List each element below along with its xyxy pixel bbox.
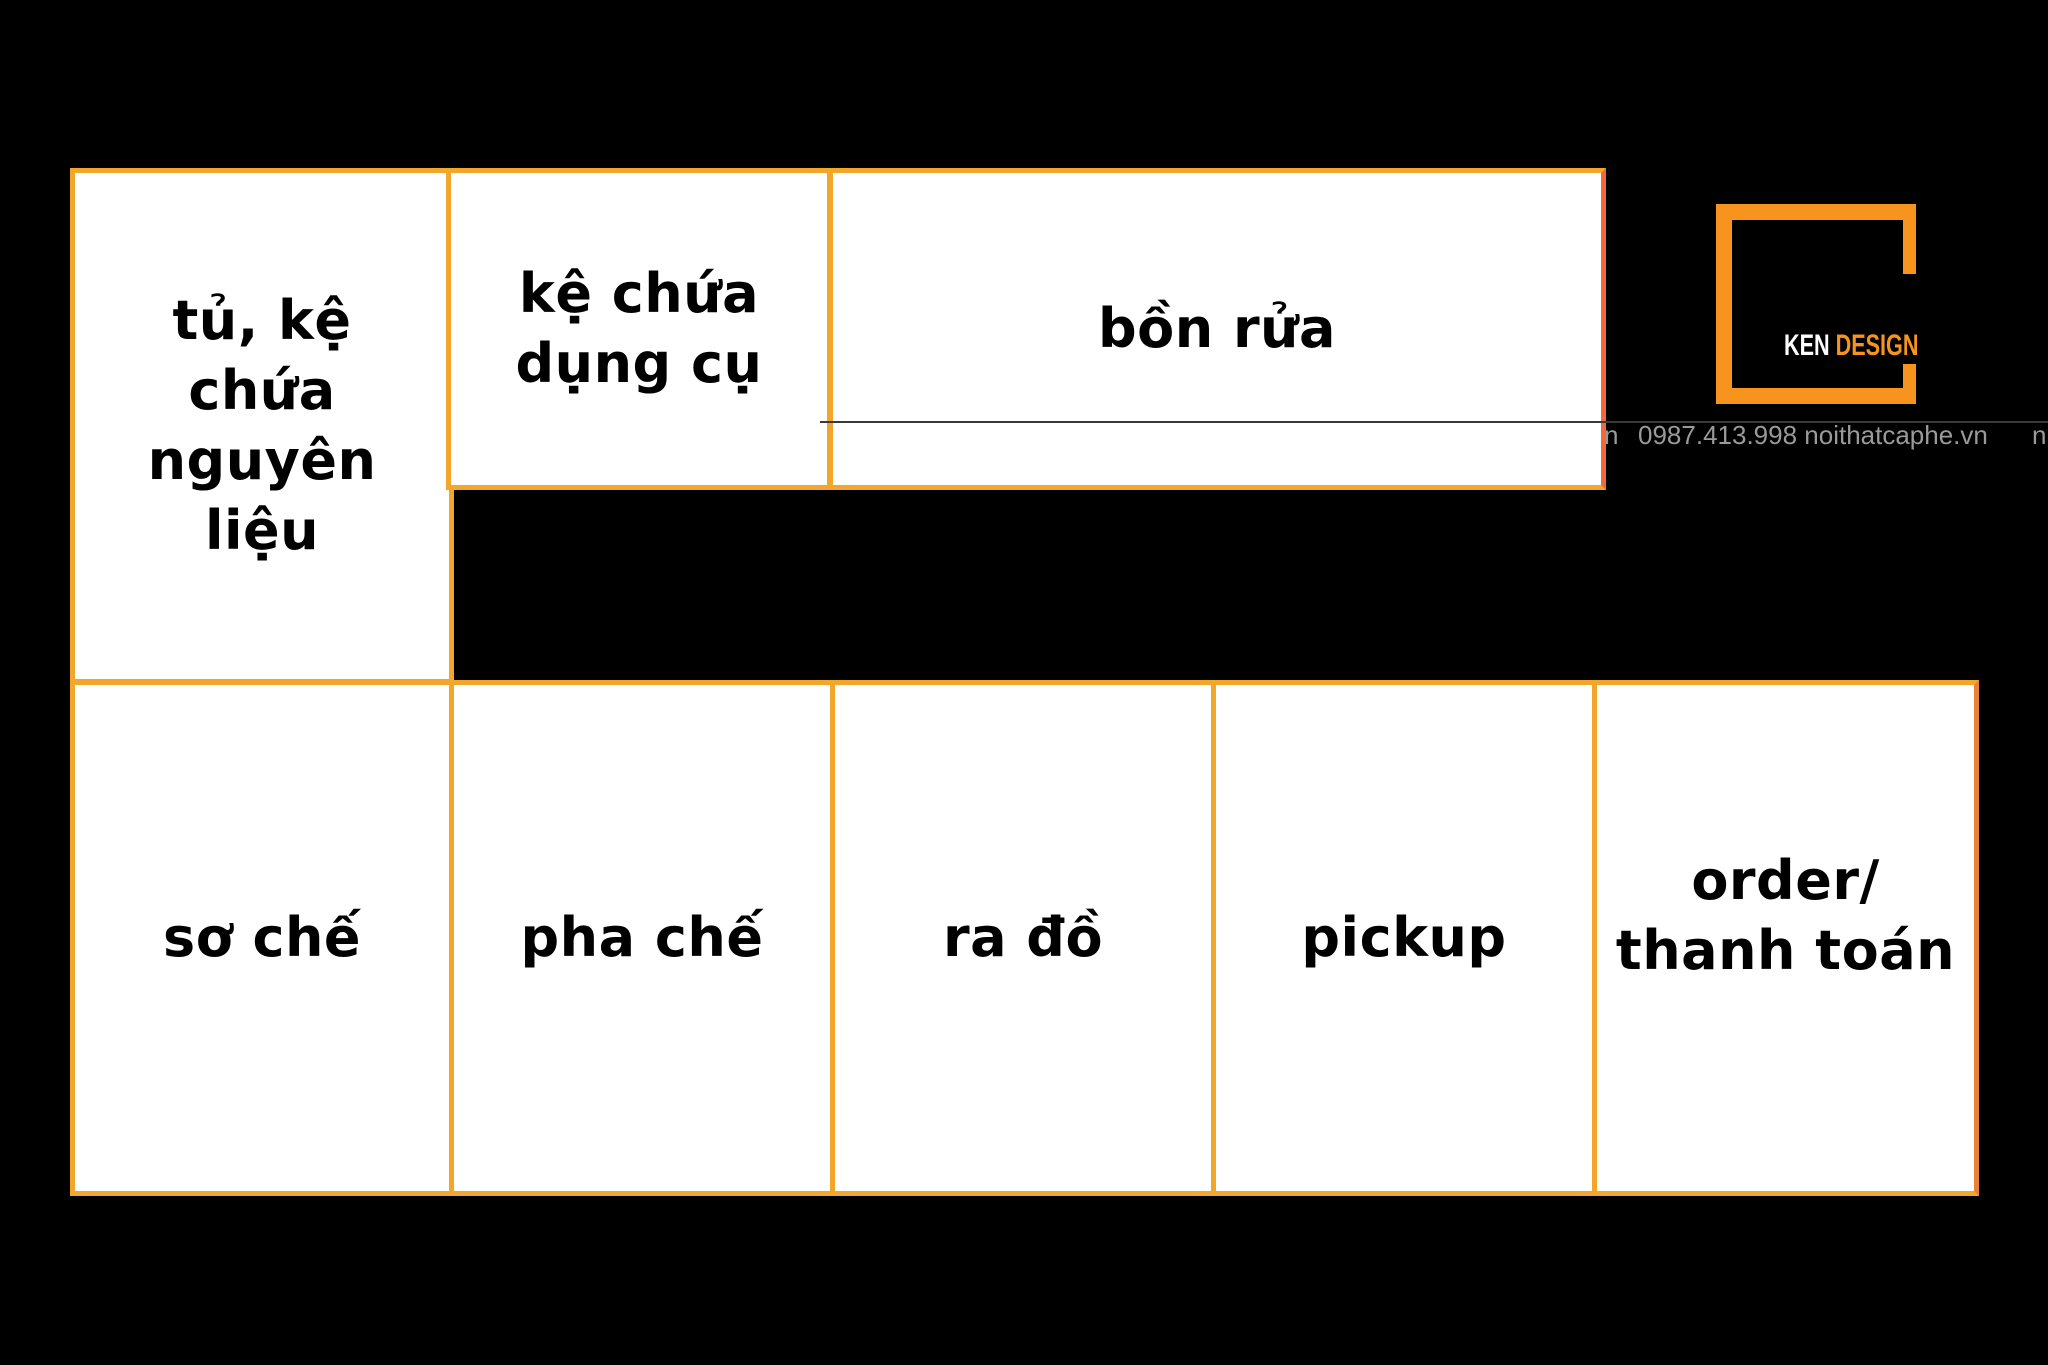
logo-design-text: DESIGN (1835, 329, 1919, 362)
zone-label: pickup (1301, 906, 1507, 969)
zone-label: pha chế (520, 906, 764, 969)
watermark-fragment-left: n (1604, 420, 1619, 450)
zone-bon-rua: bồn rửa (828, 168, 1606, 490)
zone-ke-dung-cu: kệ chứa dụng cụ (446, 168, 832, 490)
zone-label: order/ thanh toán (1615, 849, 1956, 982)
zone-ra-do: ra đồ (830, 680, 1216, 1196)
logo-wordmark: KEN DESIGN (1784, 329, 1918, 363)
zone-label: bồn rửa (1097, 297, 1336, 360)
zone-pickup: pickup (1211, 680, 1597, 1196)
logo-frame-icon (1716, 204, 1916, 404)
zone-so-che: sơ chế (70, 680, 454, 1196)
logo-ken-text: KEN (1784, 329, 1830, 362)
zone-label: ra đồ (942, 906, 1104, 969)
watermark-text: 0987.413.998 noithatcaphe.vn (1638, 420, 1988, 450)
zone-label: tủ, kệ chứa nguyên liệu (147, 289, 377, 562)
zone-pha-che: pha chế (449, 680, 835, 1196)
watermark-divider (820, 421, 2048, 423)
zone-tu-ke-nguyen-lieu: tủ, kệ chứa nguyên liệu (70, 168, 454, 684)
zone-label: sơ chế (162, 906, 362, 969)
zone-label: kệ chứa dụng cụ (515, 262, 763, 395)
watermark-fragment-right: n (2032, 420, 2047, 450)
zone-order-thanh-toan: order/ thanh toán (1592, 680, 1979, 1196)
ken-design-logo: KEN DESIGN (1716, 204, 1918, 404)
